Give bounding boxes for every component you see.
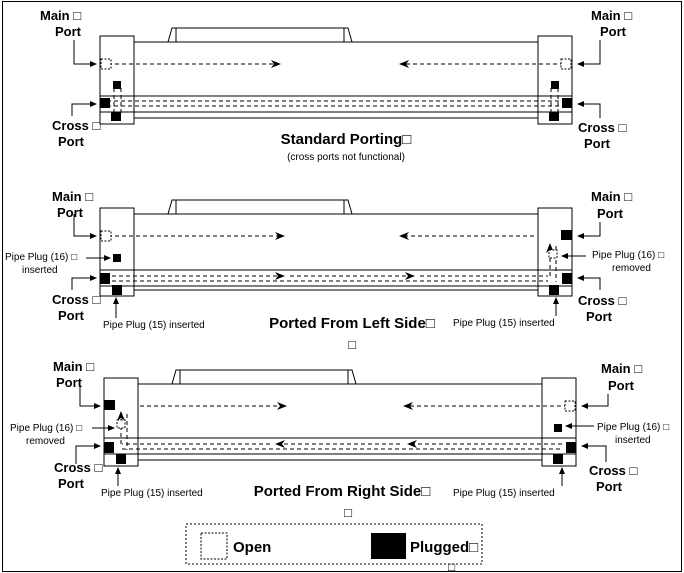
plugged-port-marker (561, 230, 572, 240)
port-markers (100, 58, 572, 121)
pipe-plug-15-label: Pipe Plug (15) inserted (453, 318, 555, 329)
pipe-plug-16-label: Pipe Plug (16) □ (592, 250, 664, 261)
port-markers (100, 230, 572, 295)
flow-lines (100, 60, 572, 114)
cylinder-body (99, 199, 573, 297)
cylinder-body (103, 369, 577, 467)
port-label: Port (56, 375, 83, 390)
main-port-label: Main □ (591, 189, 632, 204)
port-label: Port (597, 206, 624, 221)
plugged-port-marker (116, 454, 126, 464)
pipe-plug-16-label: Pipe Plug (16) □ (597, 422, 669, 433)
placeholder-glyph: □ (344, 505, 352, 520)
cross-port-label: Cross □ (589, 463, 637, 478)
port-markers (104, 400, 576, 464)
plugged-port-marker (566, 442, 576, 453)
plugged-port-marker (549, 285, 559, 295)
legend-plugged-swatch (371, 533, 406, 559)
cylinder-body (99, 27, 573, 125)
pipe-plug-15-label: Pipe Plug (15) inserted (103, 320, 205, 331)
plugged-port-marker (554, 424, 562, 432)
legend-placeholder-glyph: □ (448, 560, 455, 573)
section-ported-right: Main □ Port Main □ Port Pipe Plug (16) □… (10, 359, 669, 520)
flow-lines (108, 232, 557, 282)
legend-box (185, 523, 483, 565)
section-title: Ported From Left Side□ (269, 315, 435, 332)
flow-lines (117, 402, 568, 450)
plugged-port-marker (562, 98, 572, 108)
open-port-marker (548, 249, 558, 259)
legend-plugged-label: Plugged□ (410, 539, 478, 556)
port-label: Port (58, 476, 85, 491)
cross-port-label: Cross □ (52, 118, 100, 133)
cross-port-label: Cross □ (52, 292, 100, 307)
cross-port-label: Cross □ (578, 120, 626, 135)
plugged-port-marker (112, 285, 122, 295)
legend-open-swatch (200, 532, 228, 560)
open-port-marker (100, 230, 112, 242)
legend-open-label: Open (233, 539, 271, 556)
port-label: Port (608, 378, 635, 393)
plugged-port-marker (100, 98, 110, 108)
plugged-port-marker (551, 81, 559, 89)
open-port-marker (560, 58, 572, 70)
port-label: Port (596, 479, 623, 494)
open-port-marker (564, 400, 576, 412)
section-standard-porting: Main □ Port Main □ Port Cross □ Port Cro… (40, 8, 632, 163)
port-label: Port (600, 24, 627, 39)
pipe-plug-15-label: Pipe Plug (15) inserted (453, 488, 555, 499)
callout-lines (71, 40, 601, 118)
main-port-label: Main □ (53, 359, 94, 374)
pipe-plug-16-label: removed (26, 436, 65, 447)
port-label: Port (586, 309, 613, 324)
cross-port-label: Cross □ (54, 460, 102, 475)
callout-lines (71, 214, 601, 318)
pipe-plug-16-label: inserted (22, 265, 58, 276)
plugged-port-marker (113, 81, 121, 89)
port-label: Port (57, 205, 84, 220)
plugged-port-marker (549, 112, 559, 121)
pipe-plug-16-label: Pipe Plug (16) □ (5, 252, 77, 263)
section-ported-left: Main □ Port Main □ Port Pipe Plug (16) □… (5, 189, 664, 352)
main-port-label: Main □ (40, 8, 81, 23)
plugged-port-marker (113, 254, 121, 262)
port-label: Port (55, 24, 82, 39)
placeholder-glyph: □ (348, 337, 356, 352)
port-label: Port (584, 136, 611, 151)
plugged-port-marker (104, 400, 115, 410)
main-port-label: Main □ (52, 189, 93, 204)
main-port-label: Main □ (591, 8, 632, 23)
plugged-port-marker (100, 273, 110, 284)
plugged-port-marker (553, 454, 563, 464)
section-title: Standard Porting□ (281, 131, 412, 148)
port-label: Port (58, 134, 85, 149)
cross-port-label: Cross □ (578, 293, 626, 308)
callout-lines (75, 382, 609, 486)
plugged-port-marker (562, 273, 572, 284)
plugged-port-marker (104, 442, 114, 453)
plugged-port-marker (111, 112, 121, 121)
section-subtitle: (cross ports not functional) (287, 152, 405, 163)
open-port-marker (100, 58, 112, 70)
section-title: Ported From Right Side□ (254, 483, 431, 500)
pipe-plug-15-label: Pipe Plug (15) inserted (101, 488, 203, 499)
legend: Open Plugged□ □ (185, 523, 483, 573)
pipe-plug-16-label: Pipe Plug (16) □ (10, 423, 82, 434)
port-label: Port (58, 308, 85, 323)
open-port-marker (116, 419, 126, 429)
pipe-plug-16-label: removed (612, 263, 651, 274)
main-port-label: Main □ (601, 361, 642, 376)
pipe-plug-16-label: inserted (615, 435, 651, 446)
